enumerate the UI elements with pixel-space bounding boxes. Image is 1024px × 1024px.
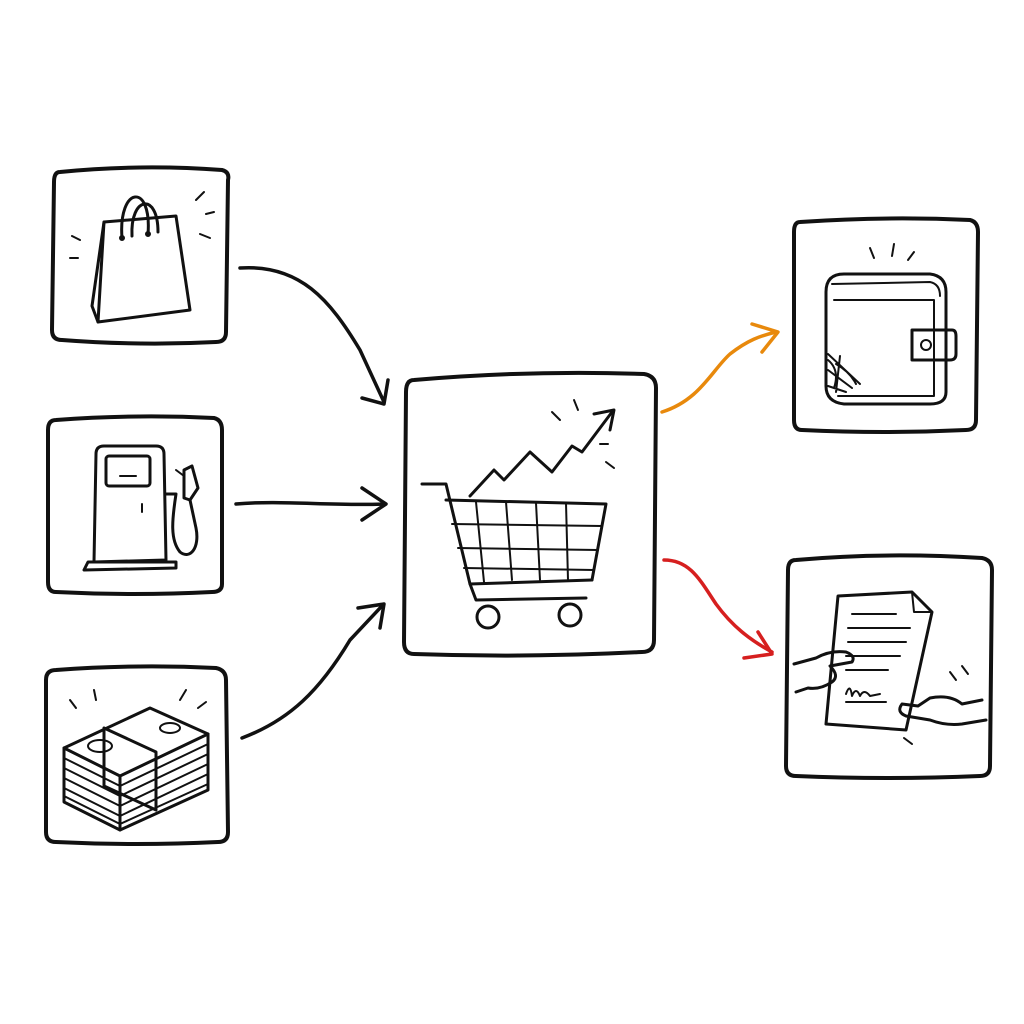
node-contract-agreement (784, 553, 994, 780)
cash-stack-icon (62, 689, 210, 832)
arrow-shopping-to-cart (238, 266, 390, 406)
node-fuel-pump (46, 414, 224, 596)
arrow-cash-to-cart (240, 602, 386, 740)
arrow-fuel-to-cart (234, 486, 388, 522)
arrow-cart-to-contract (662, 558, 774, 660)
arrow-cart-to-wallet (660, 322, 780, 414)
shopping-cart-rising-icon (420, 399, 616, 630)
node-cash-stack (44, 664, 230, 846)
shopping-bag-icon (69, 191, 215, 324)
contract-handover-icon (792, 590, 988, 745)
wallet-cobweb-icon (824, 243, 958, 406)
node-shopping-bag (50, 165, 231, 346)
node-rising-prices-cart (402, 370, 658, 658)
node-empty-wallet (792, 216, 980, 434)
gas-pump-icon (82, 444, 200, 572)
